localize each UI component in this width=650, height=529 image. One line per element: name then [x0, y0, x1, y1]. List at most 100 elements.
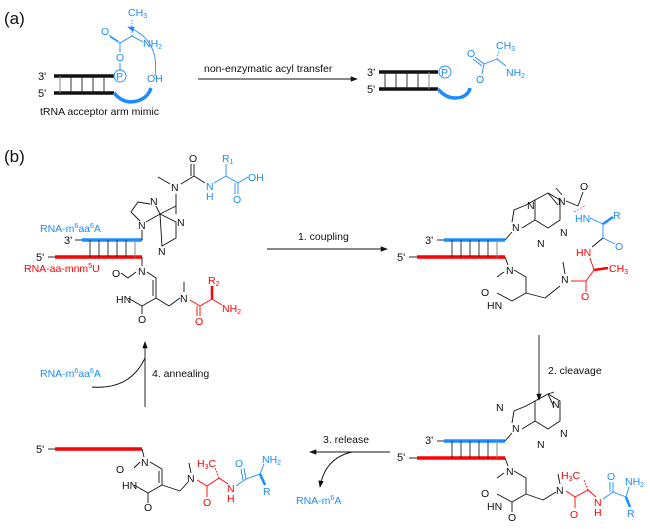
trna-caption: tRNA acceptor arm mimic	[40, 106, 159, 118]
atom-n: N	[150, 196, 158, 208]
r1-label: R1	[222, 153, 234, 166]
atom-n: N	[561, 274, 569, 286]
ester-oxygen: O	[476, 74, 484, 86]
atom-o: O	[116, 464, 124, 476]
atom-n: N	[527, 200, 535, 212]
amine-label: NH2	[222, 303, 241, 316]
step-cleavage-label: 2. cleavage	[548, 365, 602, 377]
end-5-label: 5'	[367, 84, 375, 96]
acyl-transfer-label: non-enzymatic acyl transfer	[204, 63, 333, 75]
atom-n: N	[227, 483, 235, 495]
atom-n: N	[141, 457, 149, 469]
coupled-complex: 3' 5' N N N N N O HN	[397, 181, 628, 312]
end-5-label: 5'	[36, 444, 44, 456]
r-group: R	[613, 210, 621, 222]
methyl-label: CH3	[128, 7, 147, 20]
cleaved-complex: 3' 5' N N N N N HN HN N	[397, 391, 644, 524]
atom-o: O	[112, 268, 120, 280]
release-product-label: RNA-m6A	[296, 495, 341, 507]
released-strand: 5' N O HN O N O H3C N H	[36, 444, 281, 514]
annealing-input-label: RNA-m6aa6A	[40, 368, 101, 380]
atom-h: H	[206, 191, 214, 203]
amine-label: NH2	[262, 454, 281, 467]
atom-o: O	[144, 502, 152, 514]
atom-n: N	[594, 497, 602, 509]
amine-label: NH2	[143, 38, 162, 51]
atom-o: O	[607, 471, 615, 483]
end-5-label: 5'	[36, 252, 44, 264]
atom-o: O	[203, 497, 211, 509]
end-3-label: 3'	[38, 71, 46, 83]
r2-label: R2	[208, 275, 220, 288]
ester-oxygen: O	[116, 52, 124, 64]
atom-n: N	[506, 466, 514, 478]
carboxyl-oh: OH	[248, 172, 264, 184]
starting-complex: RNA-m6aa6A 3' 5' RNA-aa-mnm5U N N N N	[24, 153, 264, 328]
atom-n: N	[512, 423, 520, 435]
end-5-label: 5'	[397, 252, 405, 264]
end-3-label: 3'	[425, 235, 433, 247]
atom-o: O	[580, 181, 588, 193]
step-1-arrow: 1. coupling	[267, 231, 388, 252]
uracil-hn: HN	[487, 501, 502, 513]
panel-b: (b) RNA-m6aa6A 3' 5' RNA-aa-mnm5U N N N	[4, 147, 644, 524]
strand-blue-label: RNA-m6aa6A	[40, 223, 101, 235]
step-3-arrow: 3. release RNA-m6A	[296, 434, 390, 507]
atom-o: O	[235, 458, 243, 470]
atom-n: N	[552, 399, 560, 411]
atom-n: N	[556, 485, 564, 497]
atom-n: N	[537, 238, 545, 250]
atom-o: O	[615, 241, 623, 253]
atom-n: N	[187, 473, 195, 485]
r-group: R	[263, 486, 271, 498]
uracil-hn: HN	[487, 300, 502, 312]
atom-h: H	[227, 493, 235, 505]
end-3-label: 3'	[367, 67, 375, 79]
strand-red-label: RNA-aa-mnm5U	[24, 263, 100, 275]
methyl-h3c: H3C	[197, 458, 217, 471]
phosphate-symbol: P	[441, 67, 448, 79]
atom-o: O	[570, 509, 578, 521]
atom-n: N	[206, 181, 214, 193]
atom-o: O	[233, 194, 241, 206]
atom-o: O	[195, 316, 203, 328]
step-annealing-label: 4. annealing	[152, 368, 209, 380]
hydroxyl-label: OH	[147, 73, 163, 85]
carbonyl-oxygen: O	[467, 48, 475, 60]
step-4-arrow: 4. annealing RNA-m6aa6A	[40, 341, 209, 407]
step-release-label: 3. release	[323, 434, 369, 446]
end-5-label: 5'	[38, 88, 46, 100]
atom-o: O	[138, 314, 146, 326]
atom-o: O	[189, 153, 197, 165]
panel-a-label: (a)	[4, 9, 25, 28]
step-2-arrow: 2. cleavage	[536, 335, 602, 401]
panel-a: (a) 3' 5' P OH O O CH3	[4, 7, 525, 118]
end-3-label: 3'	[64, 235, 72, 247]
atom-n: N	[171, 182, 179, 194]
end-5-label: 5'	[397, 452, 405, 464]
atom-o: O	[581, 291, 589, 303]
acyl-transfer-arrow: non-enzymatic acyl transfer	[198, 63, 358, 82]
atom-n: N	[138, 220, 146, 232]
cleavage-mark	[573, 204, 587, 213]
atom-n: N	[560, 428, 568, 440]
uracil-hn: HN	[116, 294, 131, 306]
atom-n: N	[560, 227, 568, 239]
end-3-label: 3'	[425, 435, 433, 447]
trna-duplex-right: 3' 5' P O O CH3 NH2	[367, 40, 525, 100]
panel-b-label: (b)	[4, 147, 25, 166]
atom-n: N	[138, 266, 146, 278]
atom-n: N	[177, 217, 185, 229]
amide-hn: HN	[575, 213, 590, 225]
atom-o: O	[508, 512, 516, 524]
step-coupling-label: 1. coupling	[298, 231, 349, 243]
atom-n: N	[558, 196, 566, 208]
amine-label: NH2	[625, 476, 644, 489]
atom-o: O	[481, 488, 489, 500]
trna-duplex-left: 3' 5' P OH O O CH3 NH2 tRN	[38, 7, 163, 118]
methyl-h3c: H3C	[561, 470, 581, 483]
atom-h: H	[594, 507, 602, 519]
atom-n: N	[496, 402, 504, 414]
methyl-label: CH3	[609, 263, 628, 276]
